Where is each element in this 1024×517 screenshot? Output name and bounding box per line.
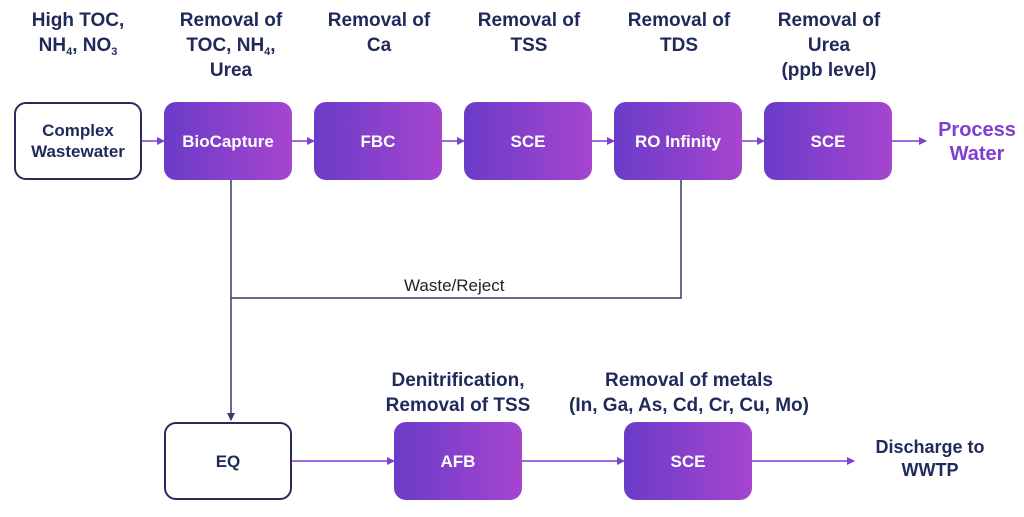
removal-biocapture-label: Removal of TOC, NH4, Urea xyxy=(162,8,300,83)
removal-metals-label: Removal of metals (In, Ga, As, Cd, Cr, C… xyxy=(554,368,824,418)
discharge-line1: Discharge to xyxy=(875,437,985,457)
nh-text: NH xyxy=(38,35,67,56)
nh-subscript-2: 4 xyxy=(264,46,271,58)
removal-ca-line1: Removal of xyxy=(327,10,431,31)
removal-tds-label: Removal of TDS xyxy=(612,8,746,58)
discharge-line2: WWTP xyxy=(901,460,959,480)
waste-line-ro-reject xyxy=(231,180,682,299)
removal-biocapture-line2: TOC, NH4, xyxy=(162,33,300,58)
removal-tss-label: Removal of TSS xyxy=(462,8,596,58)
complex-wastewater-line1: Complex xyxy=(42,121,114,140)
removal-urea-label: Removal of Urea (ppb level) xyxy=(756,8,902,83)
denitrification-line2: Removal of TSS xyxy=(385,395,531,416)
removal-ca-line2: Ca xyxy=(366,35,392,56)
removal-urea-line3: (ppb level) xyxy=(781,60,877,81)
removal-tss-line2: TSS xyxy=(510,35,548,56)
comma-text: , xyxy=(270,35,276,56)
removal-urea-line2: Urea xyxy=(807,35,851,56)
process-water-line1: Process xyxy=(938,119,1016,141)
removal-urea-line1: Removal of xyxy=(777,10,881,31)
removal-biocapture-line3: Urea xyxy=(209,60,253,81)
removal-tds-line1: Removal of xyxy=(627,10,731,31)
removal-ca-label: Removal of Ca xyxy=(312,8,446,58)
sce-box-2: SCE xyxy=(764,102,892,180)
nh-subscript: 4 xyxy=(66,46,73,58)
afb-box: AFB xyxy=(394,422,522,500)
removal-metals-line1: Removal of metals xyxy=(605,370,773,391)
process-water-line2: Water xyxy=(949,143,1005,165)
discharge-label: Discharge to WWTP xyxy=(862,436,998,482)
ro-infinity-box: RO Infinity xyxy=(614,102,742,180)
complex-wastewater-box: Complex Wastewater xyxy=(14,102,142,180)
high-toc-line1: High TOC, xyxy=(31,10,125,31)
toc-nh-text: TOC, NH xyxy=(186,35,265,56)
removal-tds-line2: TDS xyxy=(660,35,698,56)
process-water-label: Process Water xyxy=(930,118,1024,166)
eq-box: EQ xyxy=(164,422,292,500)
fbc-box: FBC xyxy=(314,102,442,180)
biocapture-box: BioCapture xyxy=(164,102,292,180)
complex-wastewater-text: Complex Wastewater xyxy=(31,120,125,162)
no-text: , NO xyxy=(72,35,112,56)
removal-metals-line2: (In, Ga, As, Cd, Cr, Cu, Mo) xyxy=(569,395,809,416)
high-toc-line2: NH4, NO3 xyxy=(20,33,136,58)
sce-box-3: SCE xyxy=(624,422,752,500)
removal-biocapture-line1: Removal of xyxy=(179,10,283,31)
removal-tss-line1: Removal of xyxy=(477,10,581,31)
denitrification-line1: Denitrification, xyxy=(391,370,525,391)
complex-wastewater-line2: Wastewater xyxy=(31,142,125,161)
sce-box-1: SCE xyxy=(464,102,592,180)
waste-reject-label: Waste/Reject xyxy=(404,276,505,295)
high-toc-label: High TOC, NH4, NO3 xyxy=(20,8,136,58)
denitrification-label: Denitrification, Removal of TSS xyxy=(372,368,544,418)
no-subscript: 3 xyxy=(111,46,118,58)
